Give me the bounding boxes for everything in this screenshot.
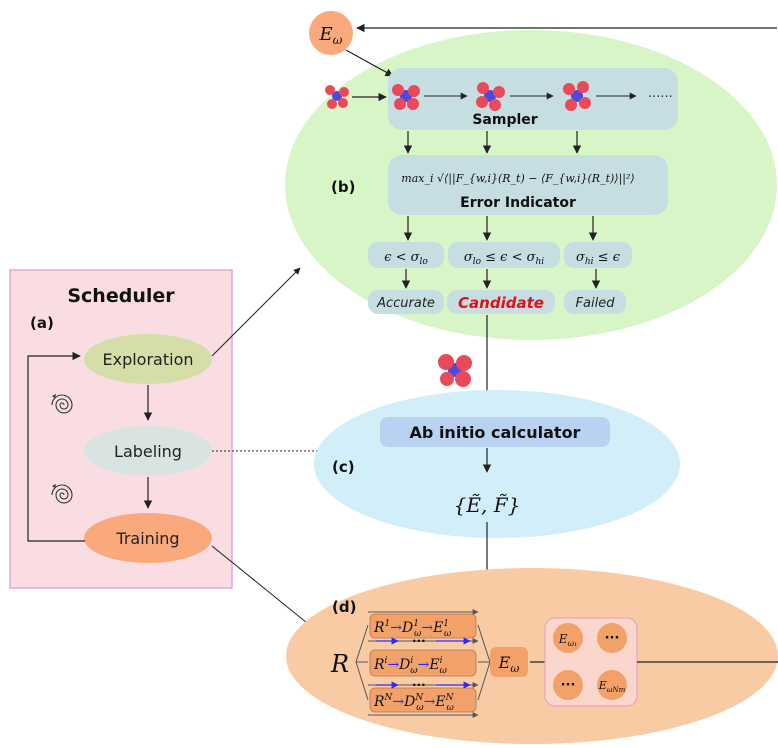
model-to-sampler-arrow (345, 49, 394, 77)
labeling-node[interactable] (84, 426, 212, 476)
sampler-box (388, 68, 678, 130)
candidate-molecule-icon (438, 354, 472, 387)
labeling-node-label: Labeling (114, 442, 182, 461)
ensemble-ellipsis: ··· (561, 678, 576, 693)
ensemble-member (553, 623, 583, 653)
training-ellipse (286, 568, 778, 744)
outcome-failed-box (564, 290, 626, 314)
condition-box (448, 242, 560, 268)
exploration-panel: (b) Eω Sampler ...... max_ (285, 11, 777, 340)
error-indicator-label: Error Indicator (460, 195, 576, 211)
condition-box (564, 242, 632, 268)
outcome-candidate: Candidate (458, 294, 544, 312)
calculator-box (380, 417, 610, 447)
labeling-panel: Ab initio calculator (c) {Ẽ, F̃} (314, 390, 680, 538)
condition-label: ϵ < σlo (384, 250, 428, 267)
panel-label-c: (c) (332, 458, 355, 476)
svg-text:···: ··· (412, 634, 426, 648)
error-indicator-box (388, 155, 668, 215)
training-node[interactable] (84, 513, 212, 563)
panel-label-b: (b) (331, 178, 355, 196)
scheduler-panel: Scheduler (a) Exploration Labeling Train… (9, 269, 233, 589)
ensemble-member (597, 670, 627, 700)
outcome-accurate: Accurate (376, 296, 435, 311)
condition-label: σlo ≤ ϵ < σhi (464, 250, 544, 267)
panel-label-a: (a) (30, 314, 54, 332)
calculator-label: Ab initio calculator (410, 423, 581, 442)
training-node-label: Training (115, 529, 179, 548)
molecule-icon (325, 85, 349, 109)
labeled-data-label: {Ẽ, F̃} (454, 493, 521, 517)
scheduler-title: Scheduler (67, 285, 175, 307)
outcome-failed: Failed (576, 296, 616, 311)
arrow-scheduler-to-exploration (211, 267, 301, 357)
sampler-label: Sampler (472, 112, 537, 128)
molecule-icon (476, 82, 505, 111)
spiral-icon (51, 394, 73, 414)
condition-box (368, 242, 444, 268)
model-circle (309, 11, 353, 55)
row-ellipsis: ··· (376, 634, 471, 648)
panel-label-d: (d) (332, 598, 356, 616)
dataset-label: R (330, 650, 349, 678)
outcome-accurate-box (368, 290, 444, 314)
molecule-icon (563, 81, 591, 111)
spiral-icon (51, 484, 73, 504)
exploration-node-label: Exploration (103, 350, 194, 369)
outcome-candidate-box (447, 290, 555, 314)
ensemble-member (553, 670, 583, 700)
trained-model-box (490, 647, 528, 677)
loop-back-arrow (27, 351, 85, 542)
ensemble-member (597, 623, 627, 653)
condition-label: σhi ≤ ϵ (576, 250, 621, 267)
sampler-continuation: ...... (648, 86, 673, 101)
error-formula: max_i √⟨||F_{w,i}(R_t) − ⟨F_{w,i}(R_t)⟩|… (401, 172, 634, 186)
row-ellipsis: ··· (376, 678, 471, 692)
molecule-icon (392, 84, 420, 110)
exploration-node[interactable] (84, 334, 212, 384)
arrow-scheduler-to-training (211, 545, 313, 628)
svg-text:···: ··· (412, 678, 426, 692)
ensemble-ellipsis: ··· (605, 631, 620, 646)
